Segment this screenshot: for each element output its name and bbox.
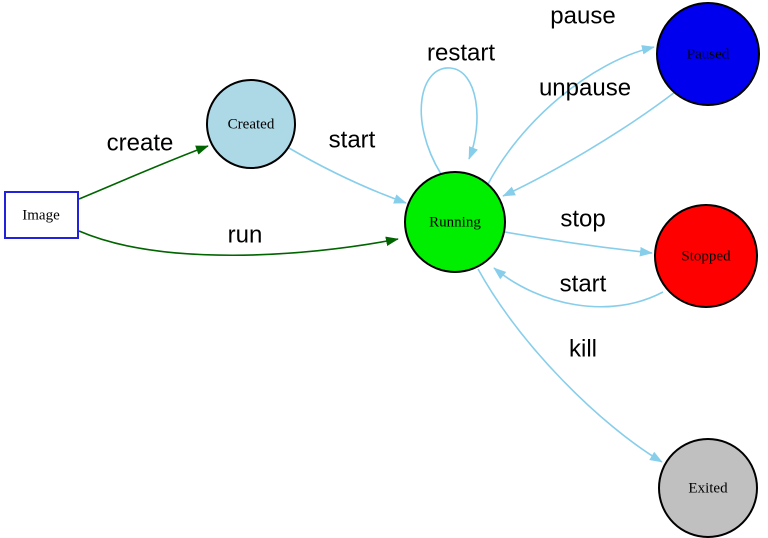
node-label-stopped: Stopped <box>681 248 731 264</box>
node-running[interactable]: Running <box>404 171 506 273</box>
node-image[interactable]: Image <box>4 191 79 239</box>
node-label-image: Image <box>22 207 60 223</box>
edge-label-restart: restart <box>427 39 495 66</box>
edge-label-create: create <box>107 129 174 156</box>
node-exited[interactable]: Exited <box>658 438 758 538</box>
node-paused[interactable]: Paused <box>656 2 760 106</box>
edge-label-stop: stop <box>560 205 605 232</box>
edge-label-run: run <box>228 221 263 248</box>
edge-label-start-created: start <box>329 126 376 153</box>
edge-label-pause: pause <box>550 2 615 29</box>
node-shape-created <box>206 79 296 169</box>
edge-create[interactable] <box>78 145 209 200</box>
edge-stop[interactable] <box>504 231 653 257</box>
node-label-created: Created <box>228 116 275 132</box>
node-label-paused: Paused <box>687 46 730 62</box>
edge-label-unpause: unpause <box>539 74 631 101</box>
edge-unpause[interactable] <box>502 91 676 197</box>
node-label-exited: Exited <box>688 480 728 496</box>
edge-pause[interactable] <box>486 45 655 187</box>
edge-start-created[interactable] <box>288 147 407 204</box>
node-label-running: Running <box>429 214 481 230</box>
edge-labels-layer: create run start restart pause unpause stop sta… <box>107 2 631 362</box>
node-created[interactable]: Created <box>206 79 296 169</box>
node-shape-running <box>404 171 506 273</box>
node-shape-paused <box>656 2 760 106</box>
node-shape-exited <box>658 438 758 538</box>
edge-label-start-stopped: start <box>560 270 607 297</box>
edge-start-stopped[interactable] <box>493 267 664 308</box>
edge-kill[interactable] <box>477 268 663 463</box>
node-stopped[interactable]: Stopped <box>654 204 758 308</box>
edge-restart[interactable] <box>420 67 478 175</box>
edge-run[interactable] <box>78 230 399 256</box>
node-shape-stopped <box>654 204 758 308</box>
node-shape-image <box>4 191 79 239</box>
edge-label-kill: kill <box>569 335 597 362</box>
edges-layer <box>78 45 676 463</box>
